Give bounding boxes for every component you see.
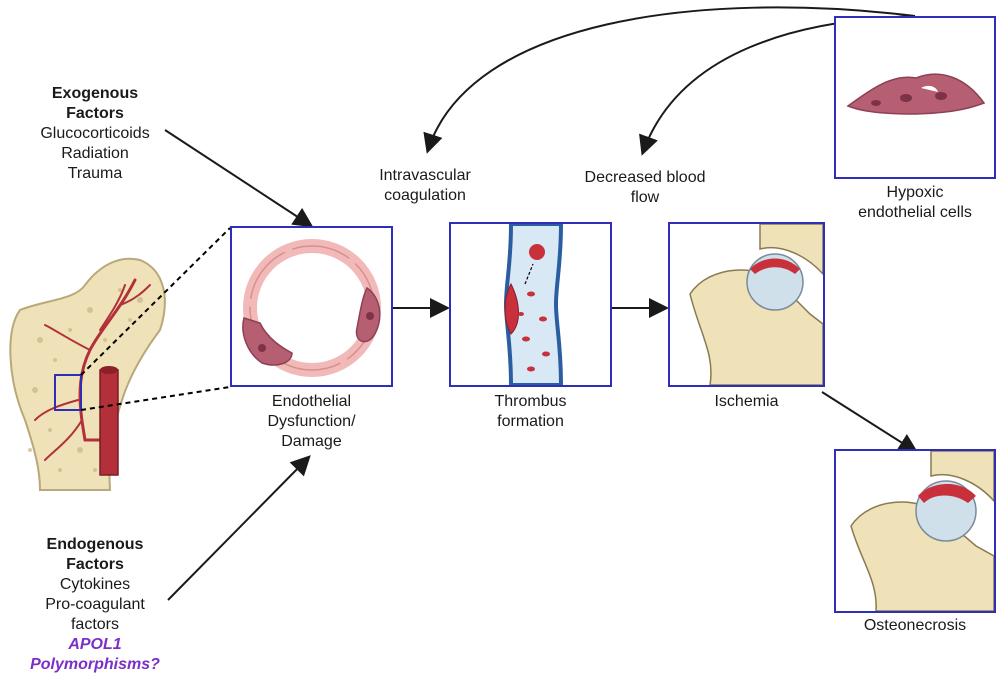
ischemia-label: Ischemia [714, 393, 779, 410]
osteonecrosis-label: Osteonecrosis [863, 617, 967, 634]
hypoxic-box [834, 16, 996, 179]
thrombus-vessel-image [503, 224, 564, 385]
thrombus-label: Thrombus formation [494, 393, 567, 430]
exogenous-item: Trauma [67, 165, 123, 182]
hip-joint-osteonecrosis-image [850, 451, 994, 611]
endogenous-item: Cytokines [59, 576, 131, 593]
exogenous-factors: Exogenous Factors Glucocorticoids Radiat… [20, 84, 170, 184]
endogenous-arrow [167, 455, 311, 601]
exogenous-title: Exogenous [51, 85, 139, 102]
exogenous-arrow [164, 129, 314, 228]
osteonecrosis-box [834, 449, 996, 613]
thrombus-box [449, 222, 612, 387]
intravascular-coagulation-label: Intravascular coagulation [379, 167, 471, 204]
endothelial-box [230, 226, 393, 387]
endogenous-item: Pro-coagulant [45, 596, 145, 613]
hypoxic-label: Hypoxic endothelial cells [858, 184, 972, 221]
to-osteonecrosis-arrow [821, 391, 919, 454]
decreased-blood-flow-label: Decreased blood flow [584, 169, 706, 206]
hypoxic-cells-image [846, 73, 986, 115]
endogenous-item: factors [70, 616, 119, 633]
endogenous-factors: Endogenous Factors Cytokines Pro-coagula… [10, 535, 180, 675]
endothelial-label: Endothelial Dysfunction/ Damage [267, 393, 356, 450]
hip-joint-ischemia-image [689, 224, 823, 385]
ischemia-box [668, 222, 825, 387]
exogenous-item: Glucocorticoids [40, 125, 150, 142]
apol1-highlight: APOL1 [68, 636, 122, 653]
coagulation-feedback-arrow [423, 6, 916, 154]
exogenous-item: Radiation [61, 145, 129, 162]
vessel-cross-section-image [242, 239, 381, 377]
polymorphisms-highlight: Polymorphisms? [30, 656, 160, 673]
endogenous-title: Endogenous [46, 536, 144, 553]
